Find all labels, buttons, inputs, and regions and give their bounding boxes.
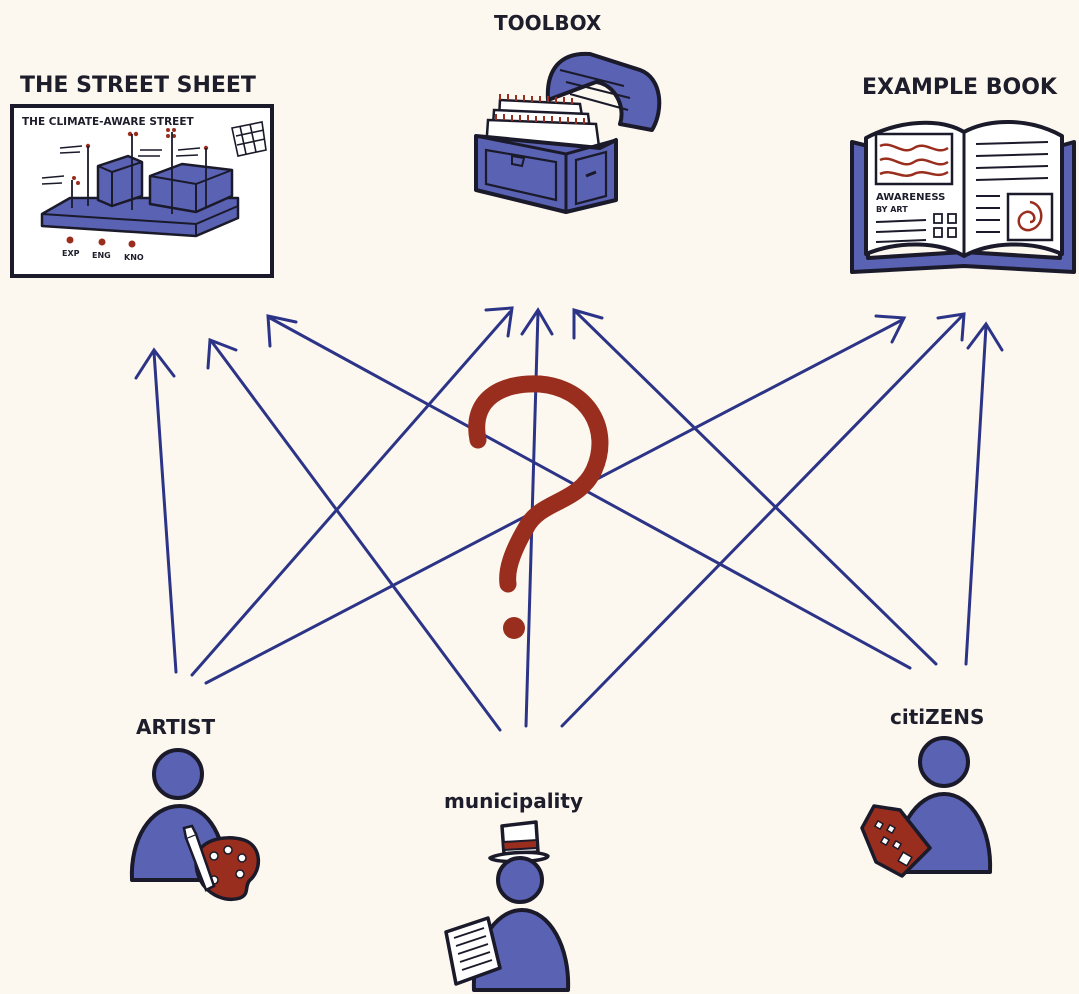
paintbrush-icon (182, 824, 216, 892)
arrow-artist-to-street-sheet (152, 350, 178, 674)
arrow-municipality-to-street-sheet-head (206, 337, 238, 370)
arrow-citizens-to-example-book-head (966, 321, 1004, 352)
arrow-municipality-to-example-book (560, 314, 964, 728)
artist-label: ARTIST (136, 715, 215, 739)
book-icon: AWARENESS BY ART (850, 119, 1076, 274)
example-book-title: EXAMPLE BOOK (862, 75, 1058, 100)
street-sheet: THE STREET SHEET THE CLIMATE-AWARE STREE… (10, 73, 274, 278)
arrow-group (134, 306, 1004, 732)
arrow-municipality-to-example-book-head (936, 312, 966, 342)
arrow-artist-to-toolbox-head (484, 306, 514, 338)
arrow-citizens-to-toolbox (574, 310, 938, 666)
artist: ARTIST (129, 715, 260, 902)
street-sheet-title: THE STREET SHEET (20, 73, 256, 98)
toolbox-chest-icon (474, 51, 662, 214)
book-caption-line2: BY ART (876, 205, 908, 214)
citizens-label: citiZENS (890, 705, 984, 729)
question-mark-icon: ? (468, 375, 609, 639)
legend-exp: EXP (62, 249, 80, 258)
arrow-municipality-to-toolbox-head (520, 307, 554, 336)
municipality-label: municipality (444, 789, 583, 813)
toolbox: TOOLBOX (474, 11, 662, 214)
arrow-artist-to-toolbox (190, 310, 512, 677)
top-hat-icon (488, 820, 550, 864)
citizens-head-icon (918, 736, 970, 788)
arrow-artist-to-street-sheet-head (134, 347, 176, 380)
citizens: citiZENS (860, 705, 993, 878)
document-icon (444, 916, 502, 986)
arrow-citizens-to-street-sheet (268, 316, 912, 670)
arrow-municipality-to-street-sheet (210, 340, 502, 732)
sheet-red-dots (72, 128, 209, 185)
arrow-citizens-to-toolbox-head (572, 308, 604, 340)
house-icon (860, 804, 932, 878)
street-sheet-heading: THE CLIMATE-AWARE STREET (22, 116, 194, 128)
book-caption-line1: AWARENESS (876, 192, 945, 203)
municipality-head-icon (496, 856, 544, 904)
sheet-text-lines (41, 145, 201, 185)
arrow-citizens-to-example-book (964, 324, 988, 666)
arrow-artist-to-example-book-head (874, 314, 907, 344)
toolbox-title: TOOLBOX (494, 11, 602, 35)
municipality: municipality (444, 789, 583, 992)
grid-icon (231, 121, 267, 157)
sheet-legend: EXP ENG KNO (62, 236, 144, 262)
legend-eng: ENG (92, 251, 111, 260)
legend-kno: KNO (124, 253, 144, 262)
artist-head-icon (152, 748, 204, 800)
example-book: EXAMPLE BOOK AWARENESS BY ART (850, 75, 1076, 274)
arrow-citizens-to-street-sheet-head (266, 314, 298, 348)
